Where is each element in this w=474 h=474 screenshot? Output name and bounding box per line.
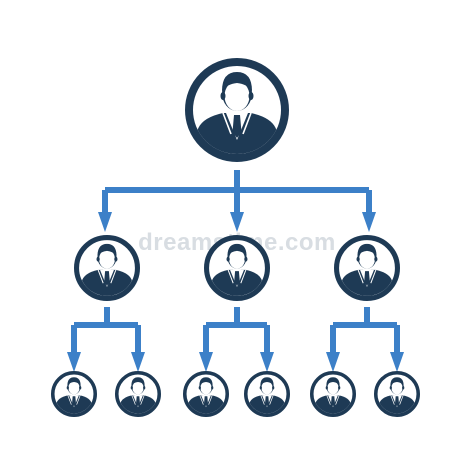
staff-2-avatar-icon xyxy=(115,371,161,417)
manager-2-avatar-icon xyxy=(204,235,270,301)
staff-5-avatar-icon xyxy=(310,371,356,417)
staff-1-avatar-icon xyxy=(51,371,97,417)
org-nodes xyxy=(51,58,420,417)
staff-3-avatar-icon xyxy=(183,371,229,417)
manager-3-avatar-icon xyxy=(334,235,400,301)
manager-1-avatar-icon xyxy=(74,235,140,301)
staff-4-avatar-icon xyxy=(244,371,290,417)
ceo-avatar-icon xyxy=(185,58,289,162)
staff-6-avatar-icon xyxy=(374,371,420,417)
connector-arrows xyxy=(67,170,404,372)
